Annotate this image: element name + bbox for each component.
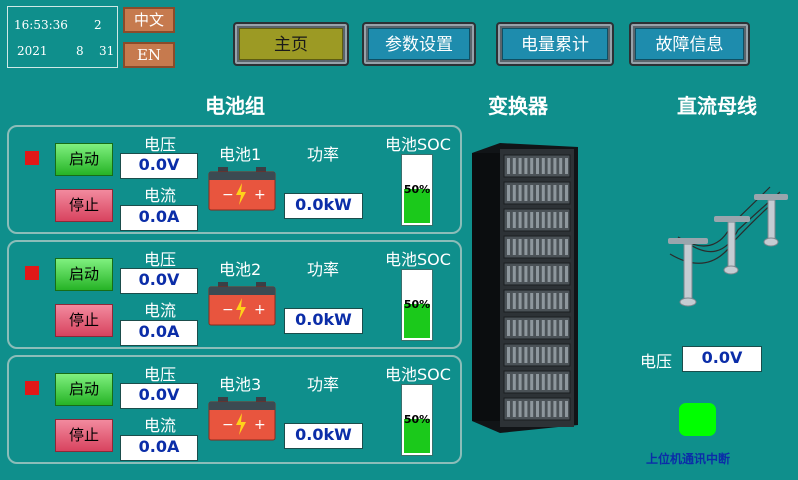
battery-voltage-value: 0.0V (120, 383, 198, 409)
battery-stop-button[interactable]: 停止 (55, 419, 113, 452)
svg-text:+: + (254, 302, 266, 318)
battery-status-led (25, 381, 39, 395)
comm-status-indicator (679, 403, 716, 436)
current-label: 电流 (144, 301, 177, 320)
converter-heading: 变换器 (488, 94, 548, 118)
battery-power-value: 0.0kW (284, 423, 363, 449)
power-label: 功率 (307, 145, 340, 164)
battery-icon: − + (208, 280, 276, 326)
nav-home-label: 主页 (239, 28, 343, 60)
power-line-icon (640, 182, 790, 312)
battery-name: 电池3 (219, 375, 262, 394)
battery-current-value: 0.0A (120, 205, 198, 231)
clock-weekday: 2 (94, 18, 102, 32)
battery-status-led (25, 266, 39, 280)
nav-params-button[interactable]: 参数设置 (362, 22, 476, 66)
current-label: 电流 (144, 186, 177, 205)
battery-voltage-value: 0.0V (120, 153, 198, 179)
clock-time: 16:53:36 (14, 18, 68, 32)
battery-start-button[interactable]: 启动 (55, 143, 113, 176)
power-label: 功率 (307, 260, 340, 279)
nav-energy-button[interactable]: 电量累计 (496, 22, 614, 66)
power-label: 功率 (307, 375, 340, 394)
svg-text:+: + (254, 187, 266, 203)
soc-percent: 50% (403, 413, 431, 426)
battery-stop-button[interactable]: 停止 (55, 304, 113, 337)
soc-label: 电池SOC (385, 250, 451, 269)
datetime-display: 16:53:36 2 2021 8 31 (7, 6, 118, 68)
battery-start-button[interactable]: 启动 (55, 373, 113, 406)
soc-label: 电池SOC (385, 365, 451, 384)
battery-panel-3: 启动 停止 电压 0.0V 电流 0.0A 电池3 − + 功率 0.0kW 电… (7, 355, 462, 464)
lang-english-button[interactable]: EN (123, 42, 175, 68)
battery-voltage-value: 0.0V (120, 268, 198, 294)
svg-text:−: − (222, 417, 234, 433)
current-label: 电流 (144, 416, 177, 435)
soc-gauge: 50% (401, 154, 433, 226)
battery-current-value: 0.0A (120, 435, 198, 461)
battery-name: 电池2 (219, 260, 262, 279)
battery-current-value: 0.0A (120, 320, 198, 346)
battery-icon: − + (208, 395, 276, 441)
soc-gauge-fill (404, 304, 430, 338)
voltage-label: 电压 (144, 135, 177, 154)
battery-power-value: 0.0kW (284, 193, 363, 219)
battery-name: 电池1 (219, 145, 262, 164)
soc-gauge: 50% (401, 269, 433, 341)
clock-year: 2021 (17, 44, 48, 58)
soc-gauge: 50% (401, 384, 433, 456)
voltage-label: 电压 (144, 365, 177, 384)
voltage-label: 电压 (144, 250, 177, 269)
soc-gauge-fill (404, 189, 430, 223)
dc-bus-heading: 直流母线 (677, 94, 757, 118)
comm-status-label: 上位机通讯中断 (646, 452, 731, 466)
battery-stop-button[interactable]: 停止 (55, 189, 113, 222)
svg-text:−: − (222, 302, 234, 318)
battery-icon: − + (208, 165, 276, 211)
nav-params-label: 参数设置 (368, 28, 470, 60)
battery-start-button[interactable]: 启动 (55, 258, 113, 291)
nav-home-button[interactable]: 主页 (233, 22, 349, 66)
soc-gauge-fill (404, 419, 430, 453)
clock-day: 31 (99, 44, 115, 58)
clock-month: 8 (76, 44, 84, 58)
bus-voltage-value: 0.0V (682, 346, 762, 372)
lang-chinese-button[interactable]: 中文 (123, 7, 175, 33)
soc-percent: 50% (403, 183, 431, 196)
soc-percent: 50% (403, 298, 431, 311)
nav-faults-button[interactable]: 故障信息 (629, 22, 750, 66)
battery-group-heading: 电池组 (205, 94, 265, 118)
converter-cabinet-image (470, 143, 580, 433)
soc-label: 电池SOC (385, 135, 451, 154)
battery-status-led (25, 151, 39, 165)
battery-power-value: 0.0kW (284, 308, 363, 334)
nav-faults-label: 故障信息 (635, 28, 744, 60)
svg-text:+: + (254, 417, 266, 433)
bus-voltage-label: 电压 (640, 352, 673, 371)
battery-panel-1: 启动 停止 电压 0.0V 电流 0.0A 电池1 − + 功率 0.0kW 电… (7, 125, 462, 234)
nav-energy-label: 电量累计 (502, 28, 608, 60)
battery-panel-2: 启动 停止 电压 0.0V 电流 0.0A 电池2 − + 功率 0.0kW 电… (7, 240, 462, 349)
svg-text:−: − (222, 187, 234, 203)
